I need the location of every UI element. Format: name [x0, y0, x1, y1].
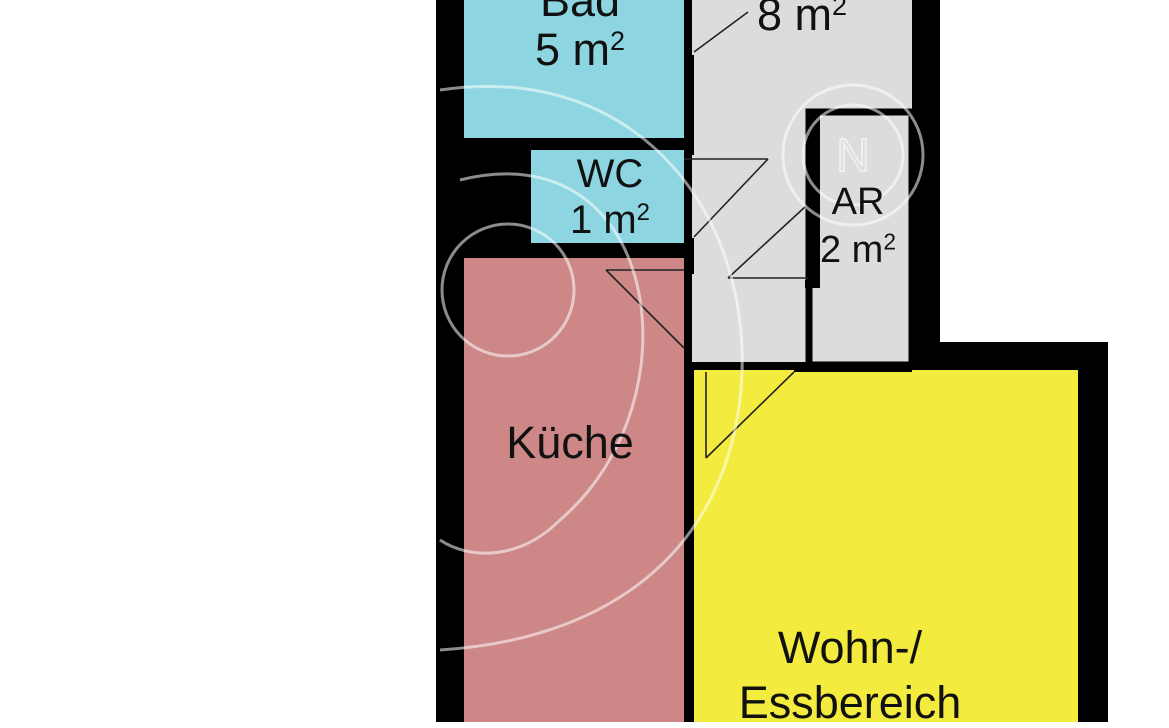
door-swings: [605, 11, 808, 459]
room-wc: [531, 150, 684, 243]
room-kueche-name: Küche: [506, 417, 634, 468]
room-wohn-label: Wohn-/ Essbereich: [700, 625, 1000, 725]
room-bad-name: Bad: [539, 0, 621, 26]
room-ar: [805, 108, 916, 369]
room-ar-name: AR: [831, 181, 885, 223]
room-wc-area: 1 m2: [569, 198, 651, 242]
room-wc-label: WC 1 m2: [540, 154, 680, 240]
room-flur-area: 8 m2: [756, 0, 848, 40]
watermark: [439, 83, 925, 652]
room-bad-area: 5 m2: [534, 24, 626, 75]
room-wohn: [694, 370, 1078, 722]
room-wohn-name-line2: Essbereich: [738, 677, 962, 728]
room-bad-label: Bad 5 m2: [500, 0, 660, 72]
room-wohn-name-line1: Wohn-/: [777, 622, 923, 673]
room-ar-area: 2 m2: [819, 228, 897, 271]
compass-watermark-icon: [781, 83, 925, 227]
compass-letter: N: [836, 129, 869, 181]
room-bad: [464, 0, 684, 138]
room-ar-label: AR 2 m2: [800, 183, 916, 269]
room-wc-name: WC: [576, 152, 644, 196]
room-kueche: [464, 258, 684, 722]
